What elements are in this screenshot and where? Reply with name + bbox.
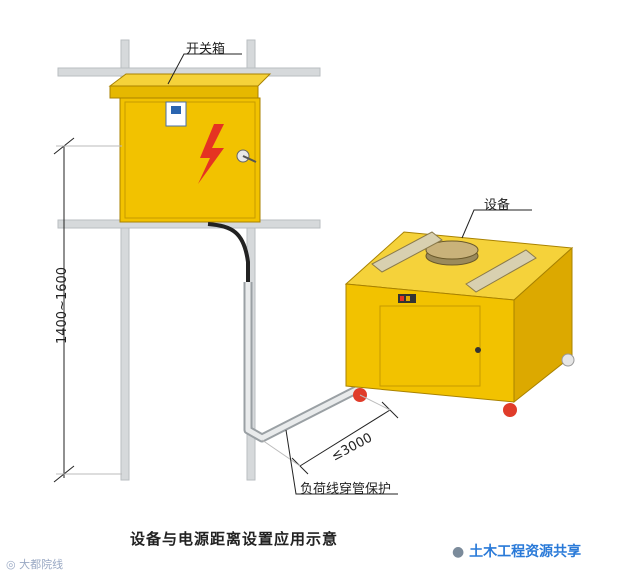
height-dimension-label: 1400~1600: [55, 267, 70, 344]
load-cable: [208, 224, 248, 300]
diagram-caption: 设备与电源距离设置应用示意: [130, 528, 338, 549]
protection-label: 负荷线穿管保护: [300, 478, 391, 497]
equipment-box: [346, 232, 574, 417]
equipment-label: 设备: [484, 194, 510, 213]
weibo-icon: ◎: [6, 558, 16, 571]
switch-box-label: 开关箱: [186, 38, 225, 57]
switch-box: [110, 74, 270, 222]
watermark-right: ● 土木工程资源共享: [452, 541, 581, 561]
wechat-icon: ●: [452, 544, 464, 560]
watermark-left: ◎ 大都院线: [6, 556, 63, 572]
